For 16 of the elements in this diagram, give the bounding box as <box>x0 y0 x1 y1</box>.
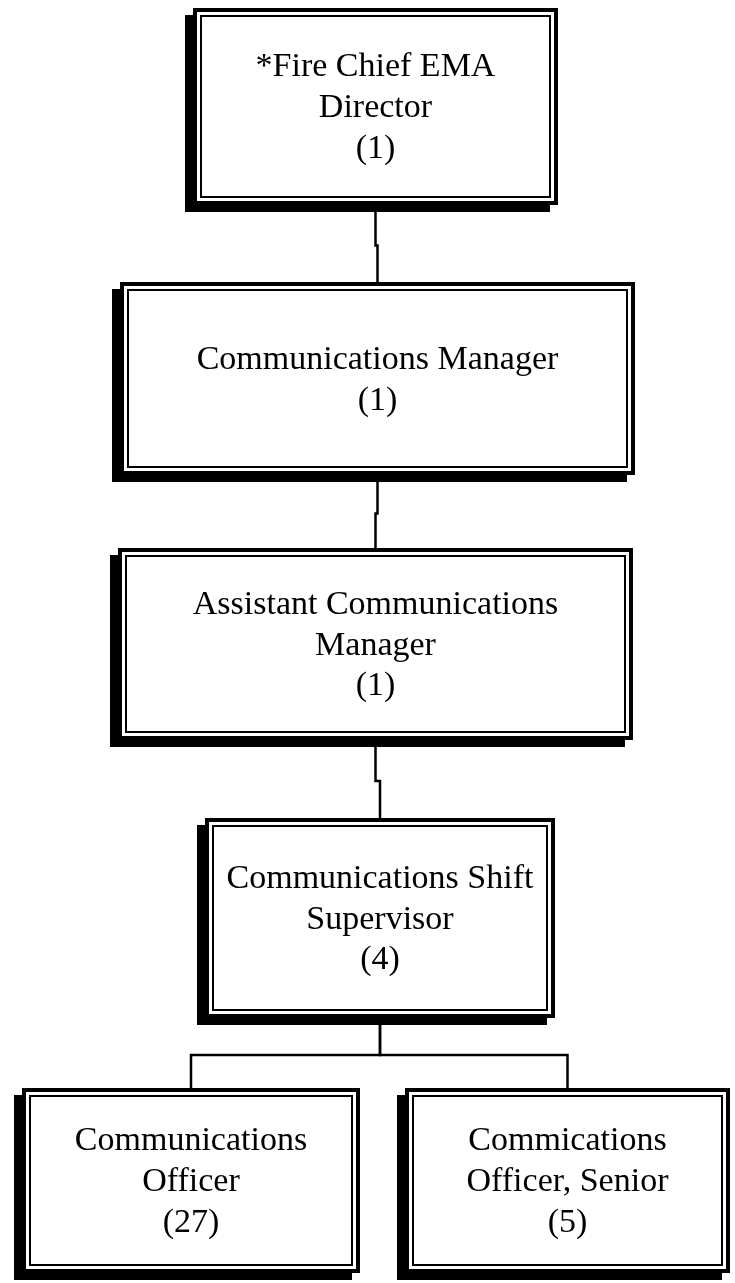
staff-count: (27) <box>161 1200 221 1241</box>
connector-line <box>374 209 379 282</box>
connector-line <box>374 479 379 548</box>
position-title: Communications Shift Supervisor <box>225 856 535 938</box>
staff-count: (1) <box>354 126 397 167</box>
staff-count: (4) <box>359 938 401 979</box>
position-title: *Fire Chief EMA Director <box>254 45 497 127</box>
staff-count: (1) <box>354 664 397 705</box>
position-title: Assistant Communications Manager <box>191 582 560 664</box>
connector-line <box>374 744 382 818</box>
connector-line <box>378 1022 569 1088</box>
position-title: Commications Officer, Senior <box>465 1119 670 1201</box>
staff-count: (5) <box>546 1200 589 1241</box>
position-title: Communications Manager <box>195 337 560 378</box>
staff-count: (1) <box>356 378 399 419</box>
position-title: Communications Officer <box>73 1119 309 1201</box>
